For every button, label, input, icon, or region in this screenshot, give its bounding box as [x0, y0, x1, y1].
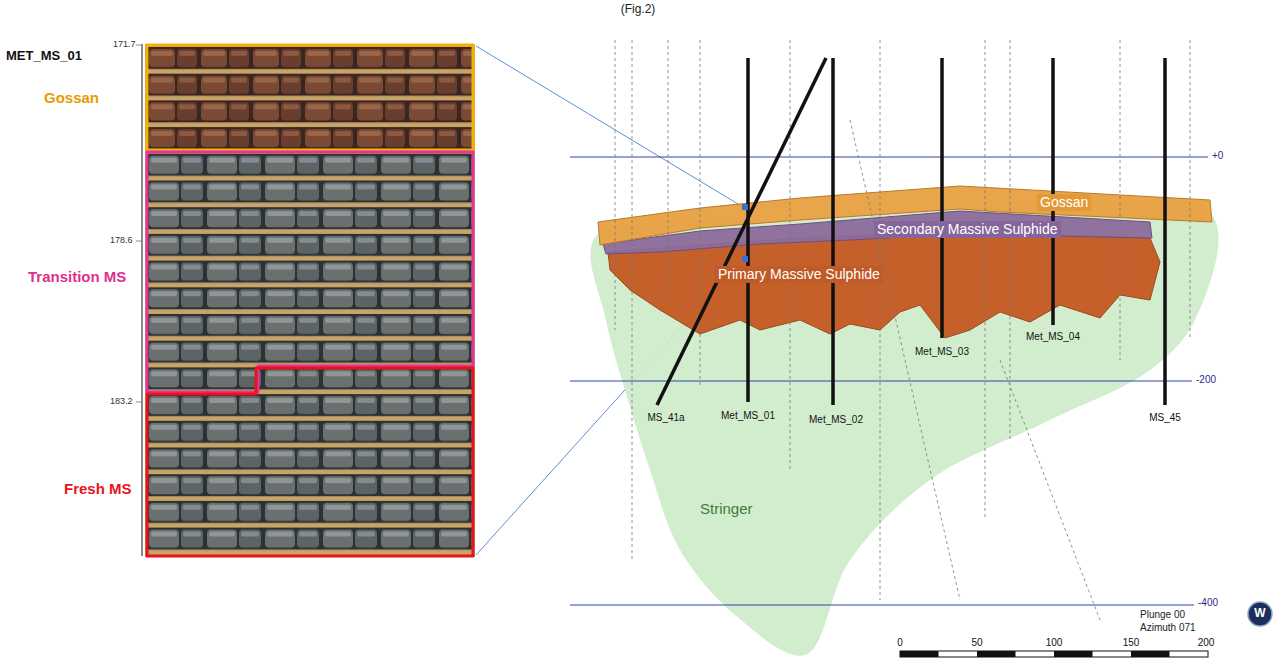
leader-line — [476, 46, 743, 207]
logo-letter: W — [1254, 606, 1265, 620]
depth-value: 171.7 — [113, 39, 136, 50]
depth-value: 183.2 — [110, 396, 133, 407]
gossan-layer-outline — [590, 180, 1220, 250]
core-tray — [145, 44, 475, 557]
region-label: Gossan — [1037, 194, 1091, 211]
elevation-value: -400 — [1198, 597, 1218, 609]
elevation-line — [570, 157, 1208, 605]
drill-hole-name: MS_45 — [1149, 412, 1181, 424]
core-interval-box: Fresh MS — [20, 364, 477, 559]
drill-hole-name: Met_MS_01 — [721, 410, 775, 422]
region-label: Transition MS — [28, 268, 126, 286]
core-interval-box-shape — [147, 152, 473, 392]
region-label: Fresh MS — [64, 480, 132, 498]
elevation-value: +0 — [1212, 150, 1223, 162]
drill-hole-name: MS_41a — [647, 412, 684, 424]
logo-circle — [1248, 602, 1272, 626]
core-interval-box-shape — [147, 45, 473, 150]
scale-number: 50 — [971, 637, 982, 649]
core-interval-box: Transition MS — [20, 148, 477, 396]
view-note: Plunge 00 — [1140, 609, 1185, 621]
stringer-zone-shape — [590, 199, 1218, 655]
sample-marker — [742, 204, 748, 210]
scale-number: 200 — [1198, 637, 1215, 649]
depth-value: 178.6 — [110, 235, 133, 246]
scale-bar — [900, 651, 1208, 657]
gossan-layer: Gossan — [590, 180, 1220, 250]
figure-caption: (Fig.2) — [621, 2, 656, 16]
view-note: Azimuth 071 — [1140, 622, 1196, 634]
core-interval-box-outline — [20, 364, 477, 559]
well-name: MET_MS_01 — [6, 48, 82, 64]
region-label: Stringer — [700, 500, 753, 518]
scale-number: 0 — [897, 637, 903, 649]
region-label: Primary Massive Sulphide — [715, 266, 883, 283]
core-interval-box: Gossan — [20, 43, 477, 154]
elevation-value: -200 — [1196, 374, 1216, 386]
drill-hole — [657, 58, 1165, 405]
region-label: Secondary Massive Sulphide — [874, 221, 1061, 238]
sulphide-core — [147, 152, 473, 554]
scale-number: 150 — [1123, 637, 1140, 649]
drill-hole-name: Met_MS_03 — [915, 346, 969, 358]
core-interval-box-shape — [147, 368, 473, 556]
other-drill-trace — [615, 40, 1190, 620]
region-label: Gossan — [44, 89, 99, 107]
drill-hole-name: Met_MS_04 — [1026, 331, 1080, 343]
sample-marker — [742, 256, 748, 262]
gossan-core — [147, 47, 473, 151]
scale-number: 100 — [1046, 637, 1063, 649]
drill-hole-name: Met_MS_02 — [809, 414, 863, 426]
depth-ruler — [141, 44, 143, 556]
